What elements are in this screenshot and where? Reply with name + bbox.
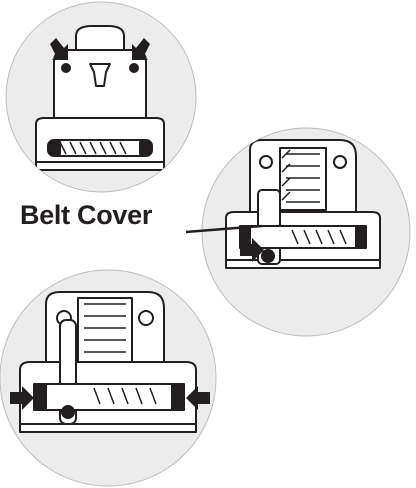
step-circle-bottom [0,269,217,487]
arrow-icon [50,38,68,60]
step-circle-top [5,1,197,193]
arrow-icon [10,386,34,410]
arrow-icon [186,386,210,410]
belt-cover-label: Belt Cover [20,200,153,230]
arrow-icon [240,238,264,262]
arrow-icon [132,38,150,60]
callout-leader-line [185,224,263,234]
step-circle-belt-cover [201,127,411,337]
